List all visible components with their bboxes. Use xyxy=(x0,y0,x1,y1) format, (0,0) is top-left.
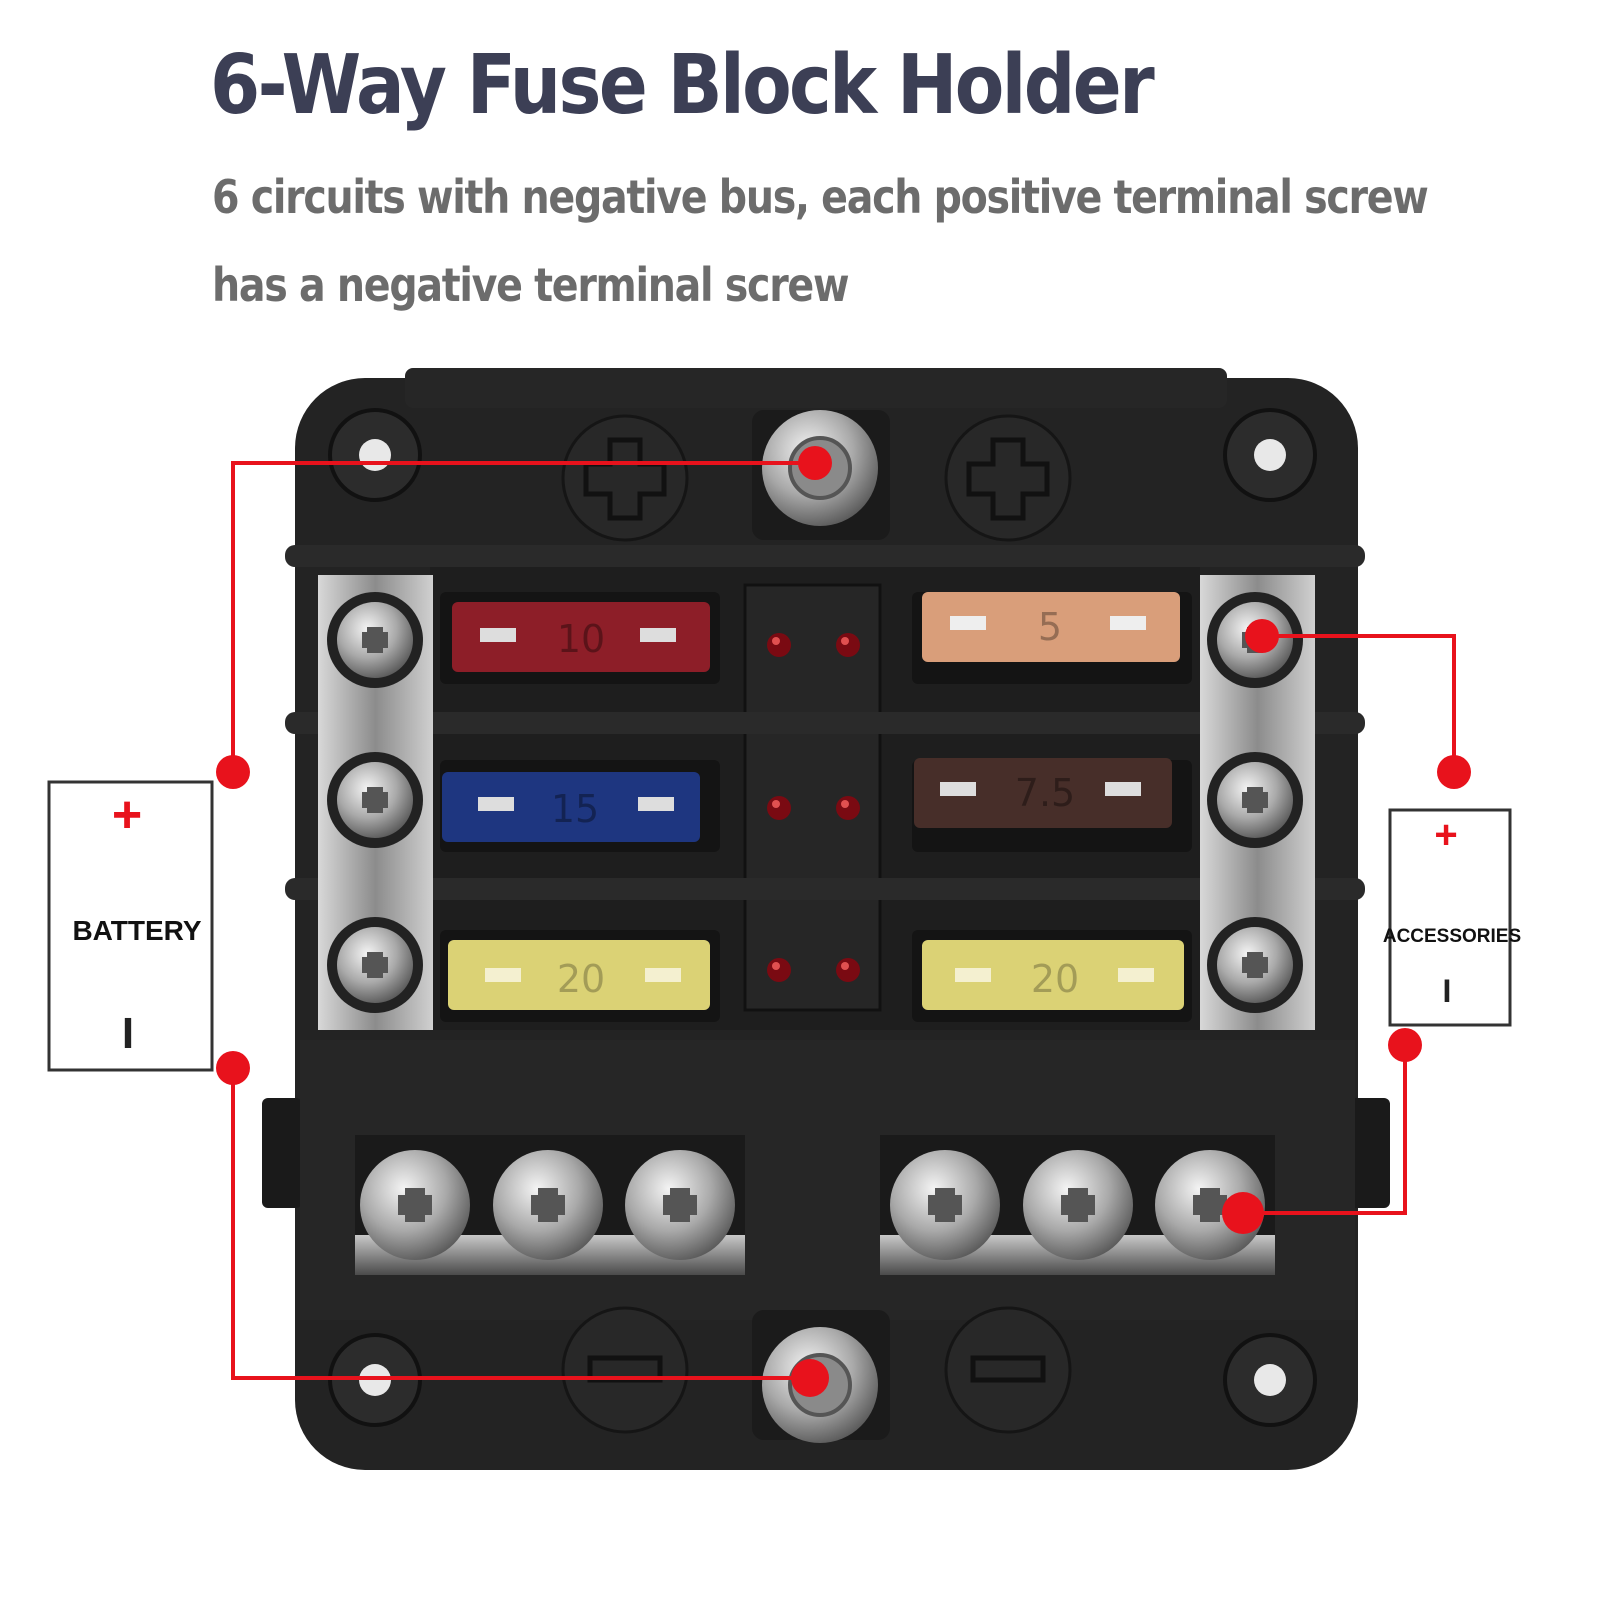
fuse-circuit-1: 10 xyxy=(440,592,720,684)
fuse-rating-label: 5 xyxy=(1038,605,1062,649)
screw-icon xyxy=(1207,752,1303,848)
accessories-plus-label: + xyxy=(1434,813,1457,857)
led-icon xyxy=(836,796,860,820)
wiring-diagram xyxy=(231,461,1456,1380)
minus-symbol-icon xyxy=(944,1306,1072,1434)
led-icon xyxy=(836,958,860,982)
led-icon xyxy=(767,796,791,820)
negative-bus-bar-left xyxy=(355,1135,745,1275)
fuse-rating-label: 20 xyxy=(1031,957,1079,1001)
plus-symbol-icon xyxy=(561,414,689,542)
battery-box: + BATTERY I xyxy=(47,780,214,1072)
screw-icon xyxy=(1207,917,1303,1013)
screw-icon xyxy=(327,917,423,1013)
screw-icon xyxy=(327,592,423,688)
fuse-rating-label: 10 xyxy=(557,617,605,661)
fuse-rating-label: 15 xyxy=(551,787,599,831)
minus-symbol-icon xyxy=(561,1306,689,1434)
fuse-circuit-6: 20 xyxy=(912,930,1192,1022)
fuse-circuit-5: 20 xyxy=(440,930,720,1022)
fuse-circuit-4: 7.5 xyxy=(912,758,1192,852)
plus-symbol-icon xyxy=(944,414,1072,542)
accessories-label: ACCESSORIES xyxy=(1383,926,1521,947)
subtitle-line-1: 6 circuits with negative bus, each posit… xyxy=(212,170,1429,224)
fuse-rating-label: 20 xyxy=(557,957,605,1001)
fuse-circuit-3: 15 xyxy=(440,760,720,852)
fuse-circuit-2: 5 xyxy=(912,592,1192,684)
fuse-rating-label: 7.5 xyxy=(1015,771,1075,815)
battery-label: BATTERY xyxy=(72,915,201,946)
wire-connection-dot xyxy=(216,446,1471,1397)
led-icon xyxy=(836,633,860,657)
subtitle-line-2: has a negative terminal screw xyxy=(212,258,850,312)
accessories-minus-label: I xyxy=(1443,973,1452,1009)
battery-minus-label: I xyxy=(122,1009,134,1058)
accessories-box: + ACCESSORIES I xyxy=(1383,808,1521,1027)
led-icon xyxy=(767,633,791,657)
battery-plus-label: + xyxy=(112,786,142,844)
screw-icon xyxy=(327,752,423,848)
led-icon xyxy=(767,958,791,982)
page-title: 6-Way Fuse Block Holder xyxy=(210,38,1155,133)
negative-bus-bar-right xyxy=(880,1135,1275,1275)
